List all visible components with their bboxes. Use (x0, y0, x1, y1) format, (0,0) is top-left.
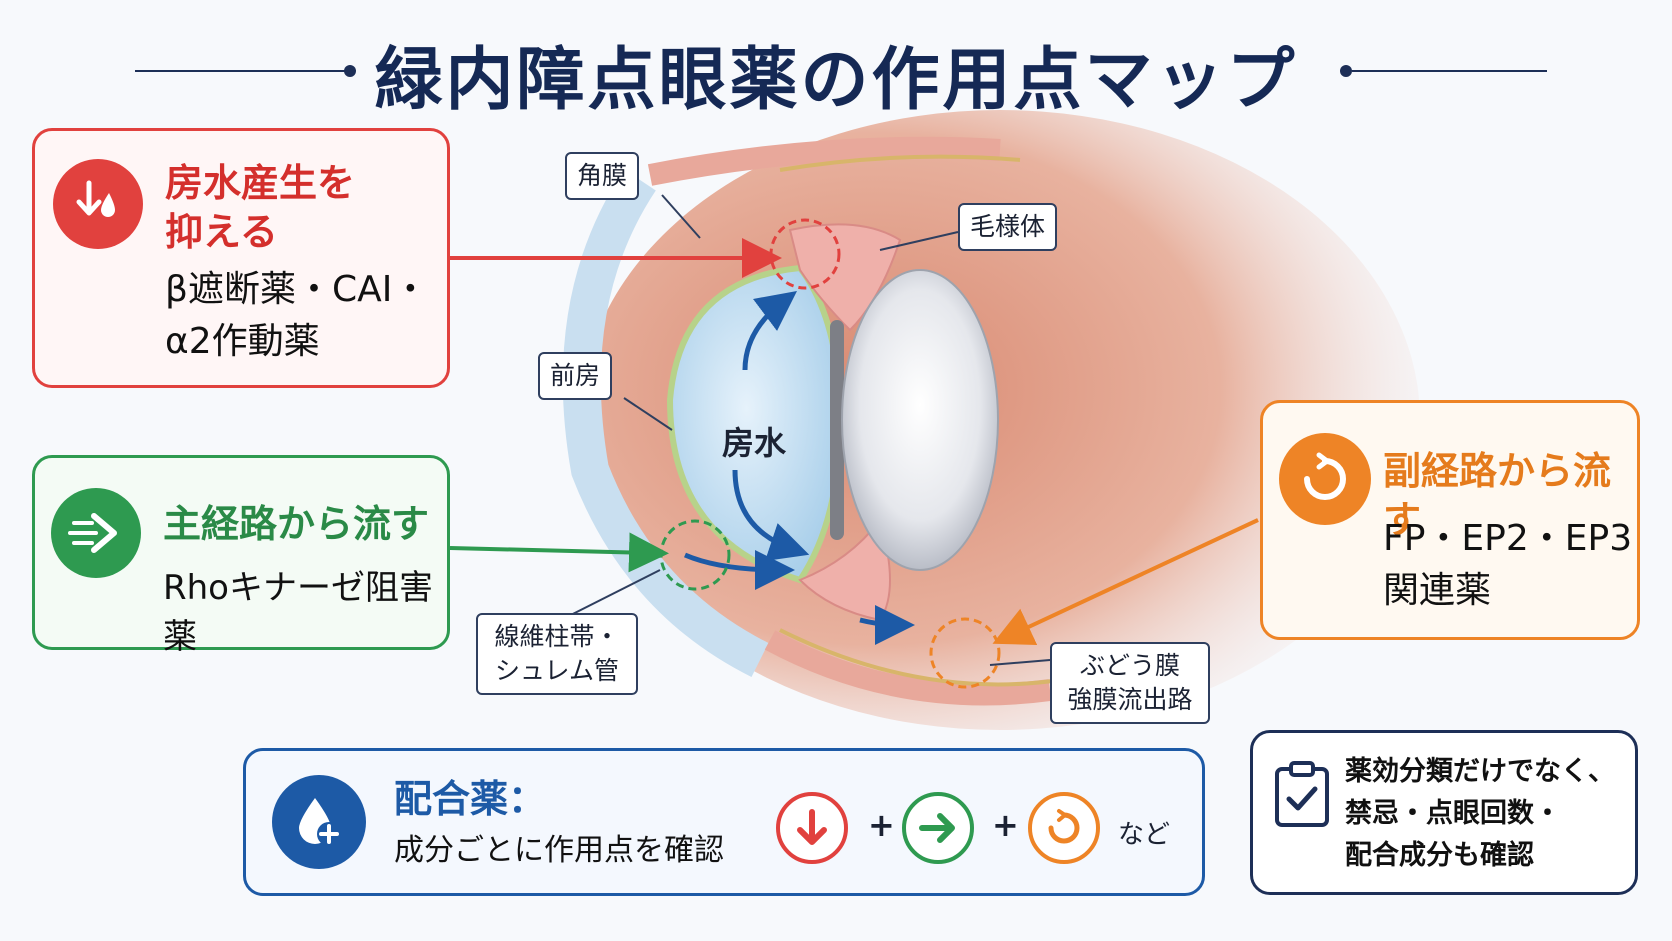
label-uveoscleral-line1: ぶどう膜 (1062, 649, 1198, 683)
note-line1: 薬効分類だけでなく、 (1345, 751, 1615, 793)
circular-arrow-icon (1279, 433, 1371, 525)
production-heading: 房水産生を 抑える (165, 159, 355, 258)
label-trabecular-line1: 線維柱帯・ (488, 620, 626, 654)
water-drop-down-icon (53, 159, 143, 249)
mini-circular-arrow-icon (1028, 792, 1100, 864)
label-ciliary-body: 毛様体 (958, 203, 1057, 251)
card-main-outflow: 主経路から流す Rhoキナーゼ阻害薬 (32, 455, 450, 650)
card-production: 房水産生を 抑える β遮断薬・CAI・ α2作動薬 (32, 128, 450, 388)
drop-plus-icon (272, 775, 366, 869)
clipboard-check-icon (1273, 761, 1331, 833)
etc-label: など (1118, 814, 1170, 851)
sub-outflow-body-line1: FP・EP2・EP3 (1383, 513, 1632, 565)
note-line3: 配合成分も確認 (1345, 835, 1615, 877)
mini-right-arrow-icon (902, 792, 974, 864)
combination-body: 成分ごとに作用点を確認 (394, 829, 724, 873)
production-body: β遮断薬・CAI・ α2作動薬 (165, 264, 428, 368)
lens (842, 270, 998, 570)
plus-sign-2: + (992, 806, 1019, 844)
production-body-line2: α2作動薬 (165, 316, 428, 368)
label-cornea: 角膜 (565, 152, 639, 200)
sub-outflow-body-line2: 関連薬 (1383, 565, 1632, 617)
arrow-flow-icon (51, 488, 141, 578)
production-heading-line1: 房水産生を (165, 159, 355, 208)
note-text: 薬効分類だけでなく、 禁忌・点眼回数・ 配合成分も確認 (1345, 751, 1615, 877)
production-heading-line2: 抑える (165, 208, 355, 257)
production-body-line1: β遮断薬・CAI・ (165, 264, 428, 316)
card-sub-outflow: 副経路から流す FP・EP2・EP3 関連薬 (1260, 400, 1640, 640)
note-line2: 禁忌・点眼回数・ (1345, 793, 1615, 835)
card-note: 薬効分類だけでなく、 禁忌・点眼回数・ 配合成分も確認 (1250, 730, 1638, 895)
label-trabecular: 線維柱帯・ シュレム管 (476, 613, 638, 695)
sub-outflow-body: FP・EP2・EP3 関連薬 (1383, 513, 1632, 617)
main-outflow-heading: 主経路から流す (163, 500, 429, 549)
label-uveoscleral-line2: 強膜流出路 (1062, 683, 1198, 717)
mini-down-arrow-icon (776, 792, 848, 864)
label-trabecular-line2: シュレム管 (488, 654, 626, 688)
aqueous-label: 房水 (722, 418, 786, 464)
combination-heading: 配合薬： (394, 775, 546, 824)
plus-sign-1: + (868, 806, 895, 844)
label-uveoscleral: ぶどう膜 強膜流出路 (1050, 642, 1210, 724)
main-outflow-body: Rhoキナーゼ阻害薬 (163, 564, 447, 663)
label-anterior-chamber: 前房 (538, 352, 612, 400)
